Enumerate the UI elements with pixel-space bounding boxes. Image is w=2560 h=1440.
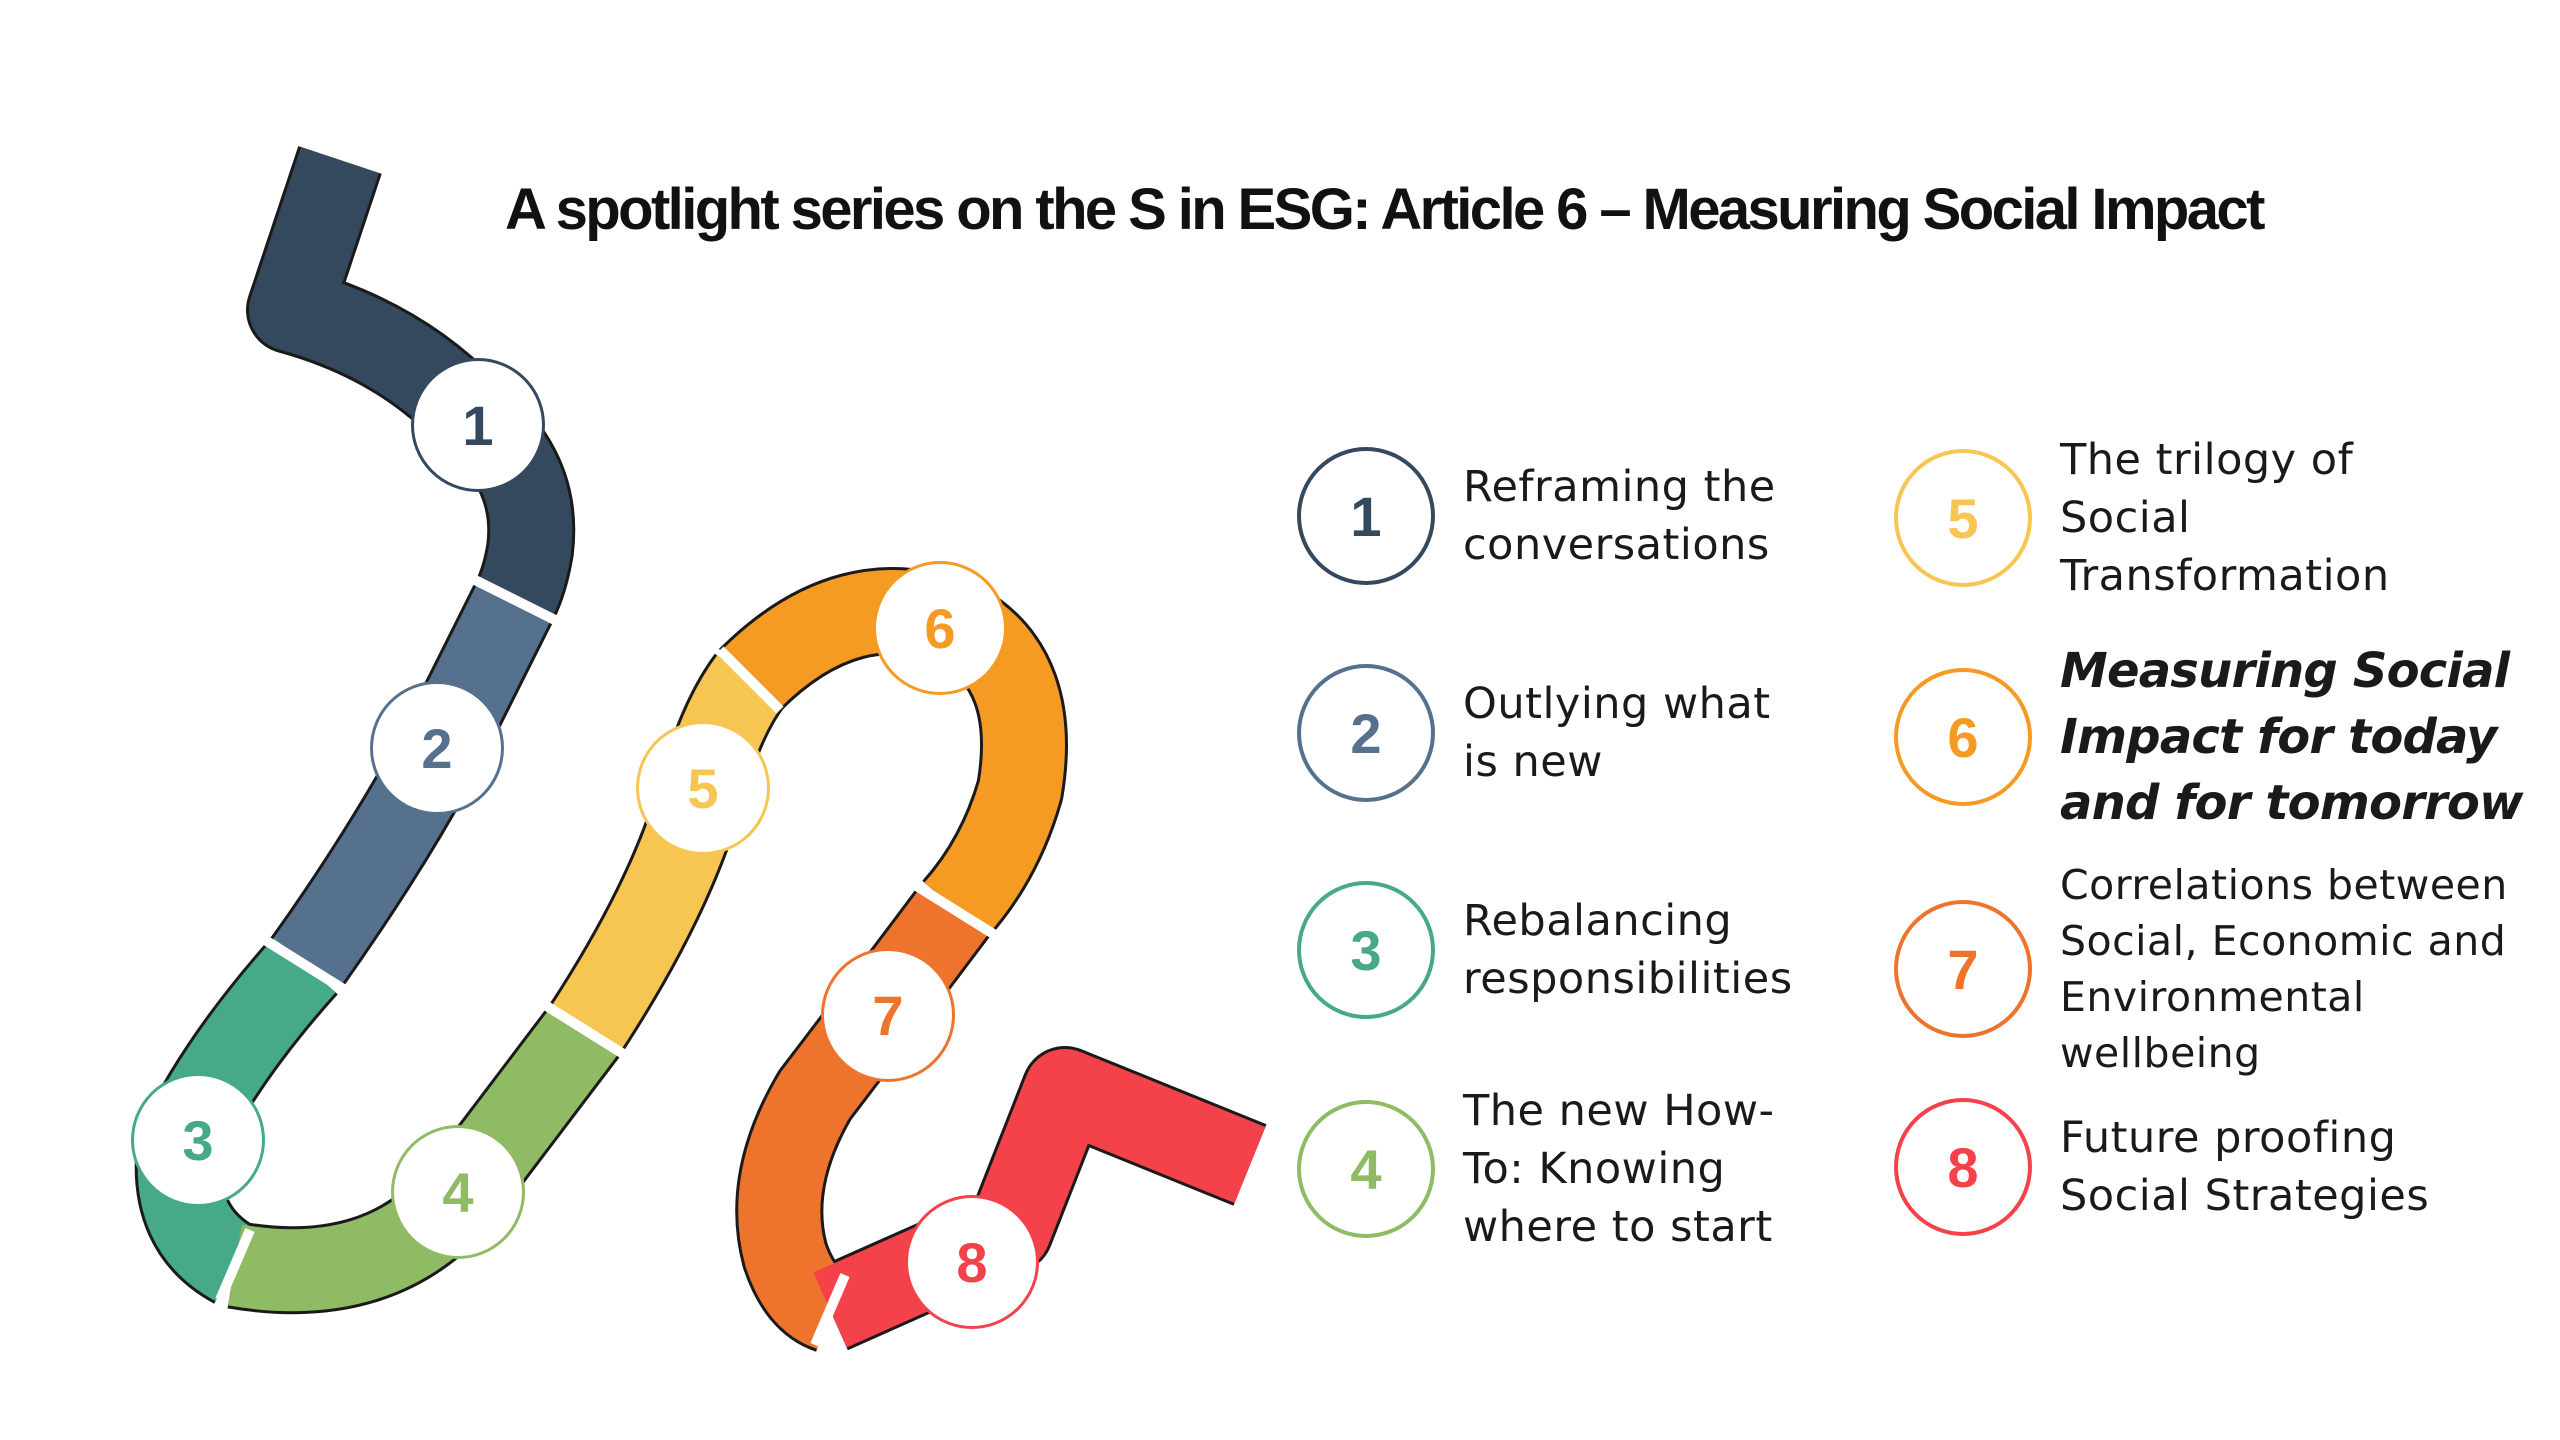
path-marker-number: 4 — [442, 1160, 474, 1224]
legend-item-2: 2 Outlying what is new — [1297, 664, 1771, 802]
legend-label: Outlying what is new — [1463, 675, 1771, 791]
legend-label-line: Future proofing — [2060, 1113, 2397, 1163]
path-marker-number: 3 — [182, 1108, 214, 1172]
legend-circle: 5 — [1894, 449, 2032, 587]
legend-number: 3 — [1350, 918, 1382, 982]
page-title: A spotlight series on the S in ESG: Arti… — [505, 177, 2265, 242]
path-marker-number: 2 — [421, 716, 453, 780]
legend-circle: 7 — [1894, 900, 2032, 1038]
legend-label-line: is new — [1463, 737, 1603, 787]
legend-label-line: Environmental — [2060, 973, 2365, 1021]
legend-item-4: 4 The new How- To: Knowing where to star… — [1297, 1082, 1775, 1256]
legend-circle: 3 — [1297, 881, 1435, 1019]
legend-item-8: 8 Future proofing Social Strategies — [1894, 1098, 2429, 1236]
path-marker-7: 7 — [821, 948, 955, 1082]
legend-circle: 1 — [1297, 447, 1435, 585]
legend-number: 5 — [1947, 486, 1979, 550]
legend-label-line: Impact for today — [2060, 709, 2497, 765]
legend-number: 2 — [1350, 701, 1382, 765]
legend-label: Future proofing Social Strategies — [2060, 1109, 2429, 1225]
legend-circle: 4 — [1297, 1100, 1435, 1238]
legend-label-line: Social Strategies — [2060, 1171, 2430, 1221]
legend-label-line: The new How- — [1463, 1086, 1775, 1136]
legend-label-line: Transformation — [2060, 551, 2390, 601]
path-marker-2: 2 — [370, 681, 504, 815]
legend-label-line: Rebalancing — [1463, 896, 1733, 946]
road-segment-6 — [721, 570, 1065, 938]
legend-label-line: Social — [2060, 493, 2191, 543]
path-marker-number: 6 — [924, 596, 956, 660]
legend-label: Correlations between Social, Economic an… — [2060, 857, 2508, 1081]
legend-label-line: To: Knowing — [1463, 1144, 1726, 1194]
legend-number: 6 — [1947, 705, 1979, 769]
road-segment-8 — [813, 1049, 1266, 1348]
legend-label-line: wellbeing — [2060, 1029, 2261, 1077]
legend-label-highlighted: Measuring Social Impact for today and fo… — [2060, 638, 2523, 836]
legend-label-line: conversations — [1463, 520, 1770, 570]
legend-label-line: Social, Economic and — [2060, 917, 2507, 965]
path-marker-number: 8 — [956, 1230, 988, 1294]
legend-label-line: The trilogy of — [2060, 435, 2354, 485]
path-marker-number: 7 — [872, 983, 904, 1047]
legend-item-3: 3 Rebalancing responsibilities — [1297, 881, 1793, 1019]
legend-label-line: responsibilities — [1463, 954, 1793, 1004]
road-separators — [215, 575, 998, 1347]
legend-label-line: Outlying what — [1463, 679, 1771, 729]
path-marker-1: 1 — [411, 358, 545, 492]
legend-circle: 8 — [1894, 1098, 2032, 1236]
legend-circle: 2 — [1297, 664, 1435, 802]
legend-circle: 6 — [1894, 668, 2032, 806]
legend-label: Rebalancing responsibilities — [1463, 892, 1793, 1008]
legend-number: 8 — [1947, 1135, 1979, 1199]
legend-number: 7 — [1947, 937, 1979, 1001]
legend-item-1: 1 Reframing the conversations — [1297, 447, 1776, 585]
legend-label-line: where to start — [1463, 1202, 1773, 1252]
legend-label-line: and for tomorrow — [2060, 775, 2523, 831]
legend-label-line: Correlations between — [2060, 861, 2508, 909]
legend-label: The new How- To: Knowing where to start — [1463, 1082, 1775, 1256]
path-marker-3: 3 — [131, 1073, 265, 1207]
legend-label-line: Measuring Social — [2060, 643, 2510, 699]
legend-label: Reframing the conversations — [1463, 458, 1776, 574]
legend-item-6: 6 Measuring Social Impact for today and … — [1894, 638, 2523, 836]
legend-item-5: 5 The trilogy of Social Transformation — [1894, 431, 2390, 605]
legend-number: 1 — [1350, 484, 1382, 548]
path-marker-number: 1 — [462, 393, 494, 457]
legend-item-7: 7 Correlations between Social, Economic … — [1894, 857, 2508, 1081]
path-marker-4: 4 — [391, 1125, 525, 1259]
path-marker-6: 6 — [873, 561, 1007, 695]
path-marker-5: 5 — [636, 721, 770, 855]
legend-label-line: Reframing the — [1463, 462, 1776, 512]
path-marker-8: 8 — [905, 1195, 1039, 1329]
legend-label: The trilogy of Social Transformation — [2060, 431, 2390, 605]
path-marker-number: 5 — [687, 756, 719, 820]
legend-number: 4 — [1350, 1137, 1382, 1201]
